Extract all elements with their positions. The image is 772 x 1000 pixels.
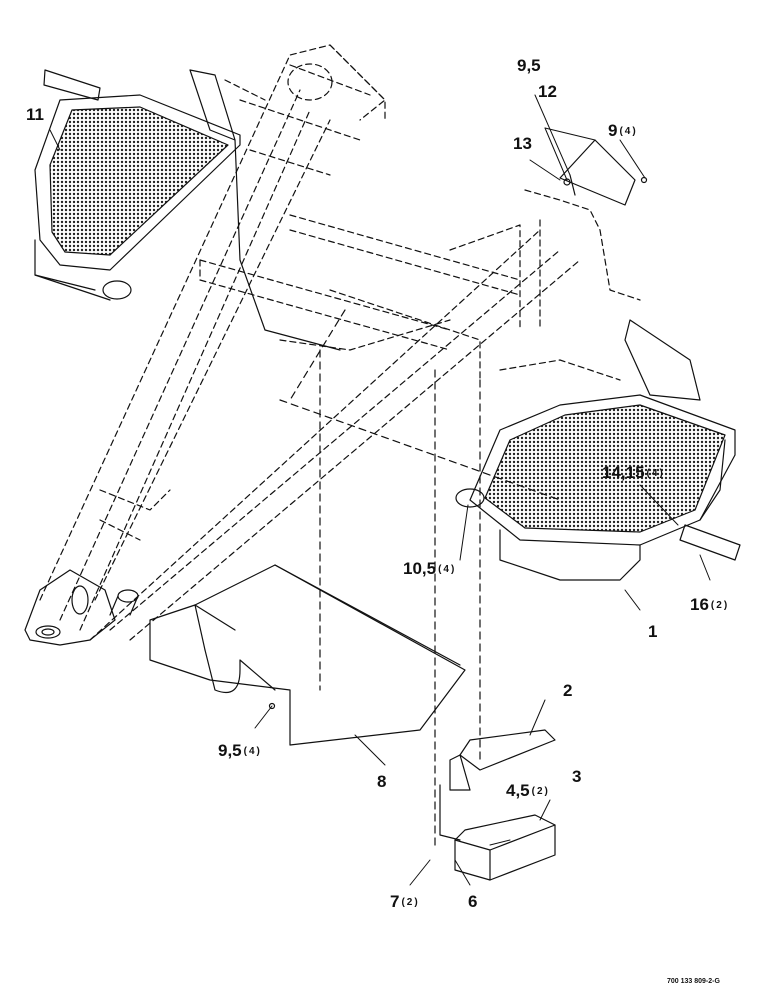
parts-box bbox=[439, 729, 556, 881]
callout-12: 12 bbox=[538, 82, 557, 101]
callout-11: 11 bbox=[26, 105, 44, 124]
left-step-assembly bbox=[34, 69, 341, 351]
callout-13: 13 bbox=[513, 134, 532, 153]
callout-8: 8 bbox=[377, 772, 387, 791]
callout-7: 7(2) bbox=[390, 892, 420, 911]
callout-2: 2 bbox=[563, 681, 573, 700]
callout-9-5-top: 9,5 bbox=[517, 56, 541, 75]
callout-16: 16(2) bbox=[690, 595, 730, 614]
drawing-id: 700 133 809-2-G bbox=[667, 978, 720, 985]
hitch-frame bbox=[39, 44, 641, 641]
channel-phantom bbox=[279, 309, 561, 851]
callout-10-5: 10,5(4) bbox=[403, 559, 457, 578]
callout-1: 1 bbox=[648, 622, 658, 641]
callout-14-15: 14,15(4) bbox=[602, 463, 665, 482]
callout-4-5: 4,5(2) bbox=[506, 781, 550, 800]
upper-right-bracket bbox=[559, 139, 648, 206]
hitch-nose bbox=[24, 569, 139, 646]
callout-3: 3 bbox=[572, 767, 582, 786]
leader-lines bbox=[49, 94, 711, 886]
right-step-assembly bbox=[455, 319, 741, 581]
callout-6: 6 bbox=[468, 892, 478, 911]
callout-9: 9(4) bbox=[608, 121, 638, 140]
callout-9-5-bottom: 9,5(4) bbox=[218, 741, 262, 760]
lower-shield bbox=[149, 564, 466, 746]
